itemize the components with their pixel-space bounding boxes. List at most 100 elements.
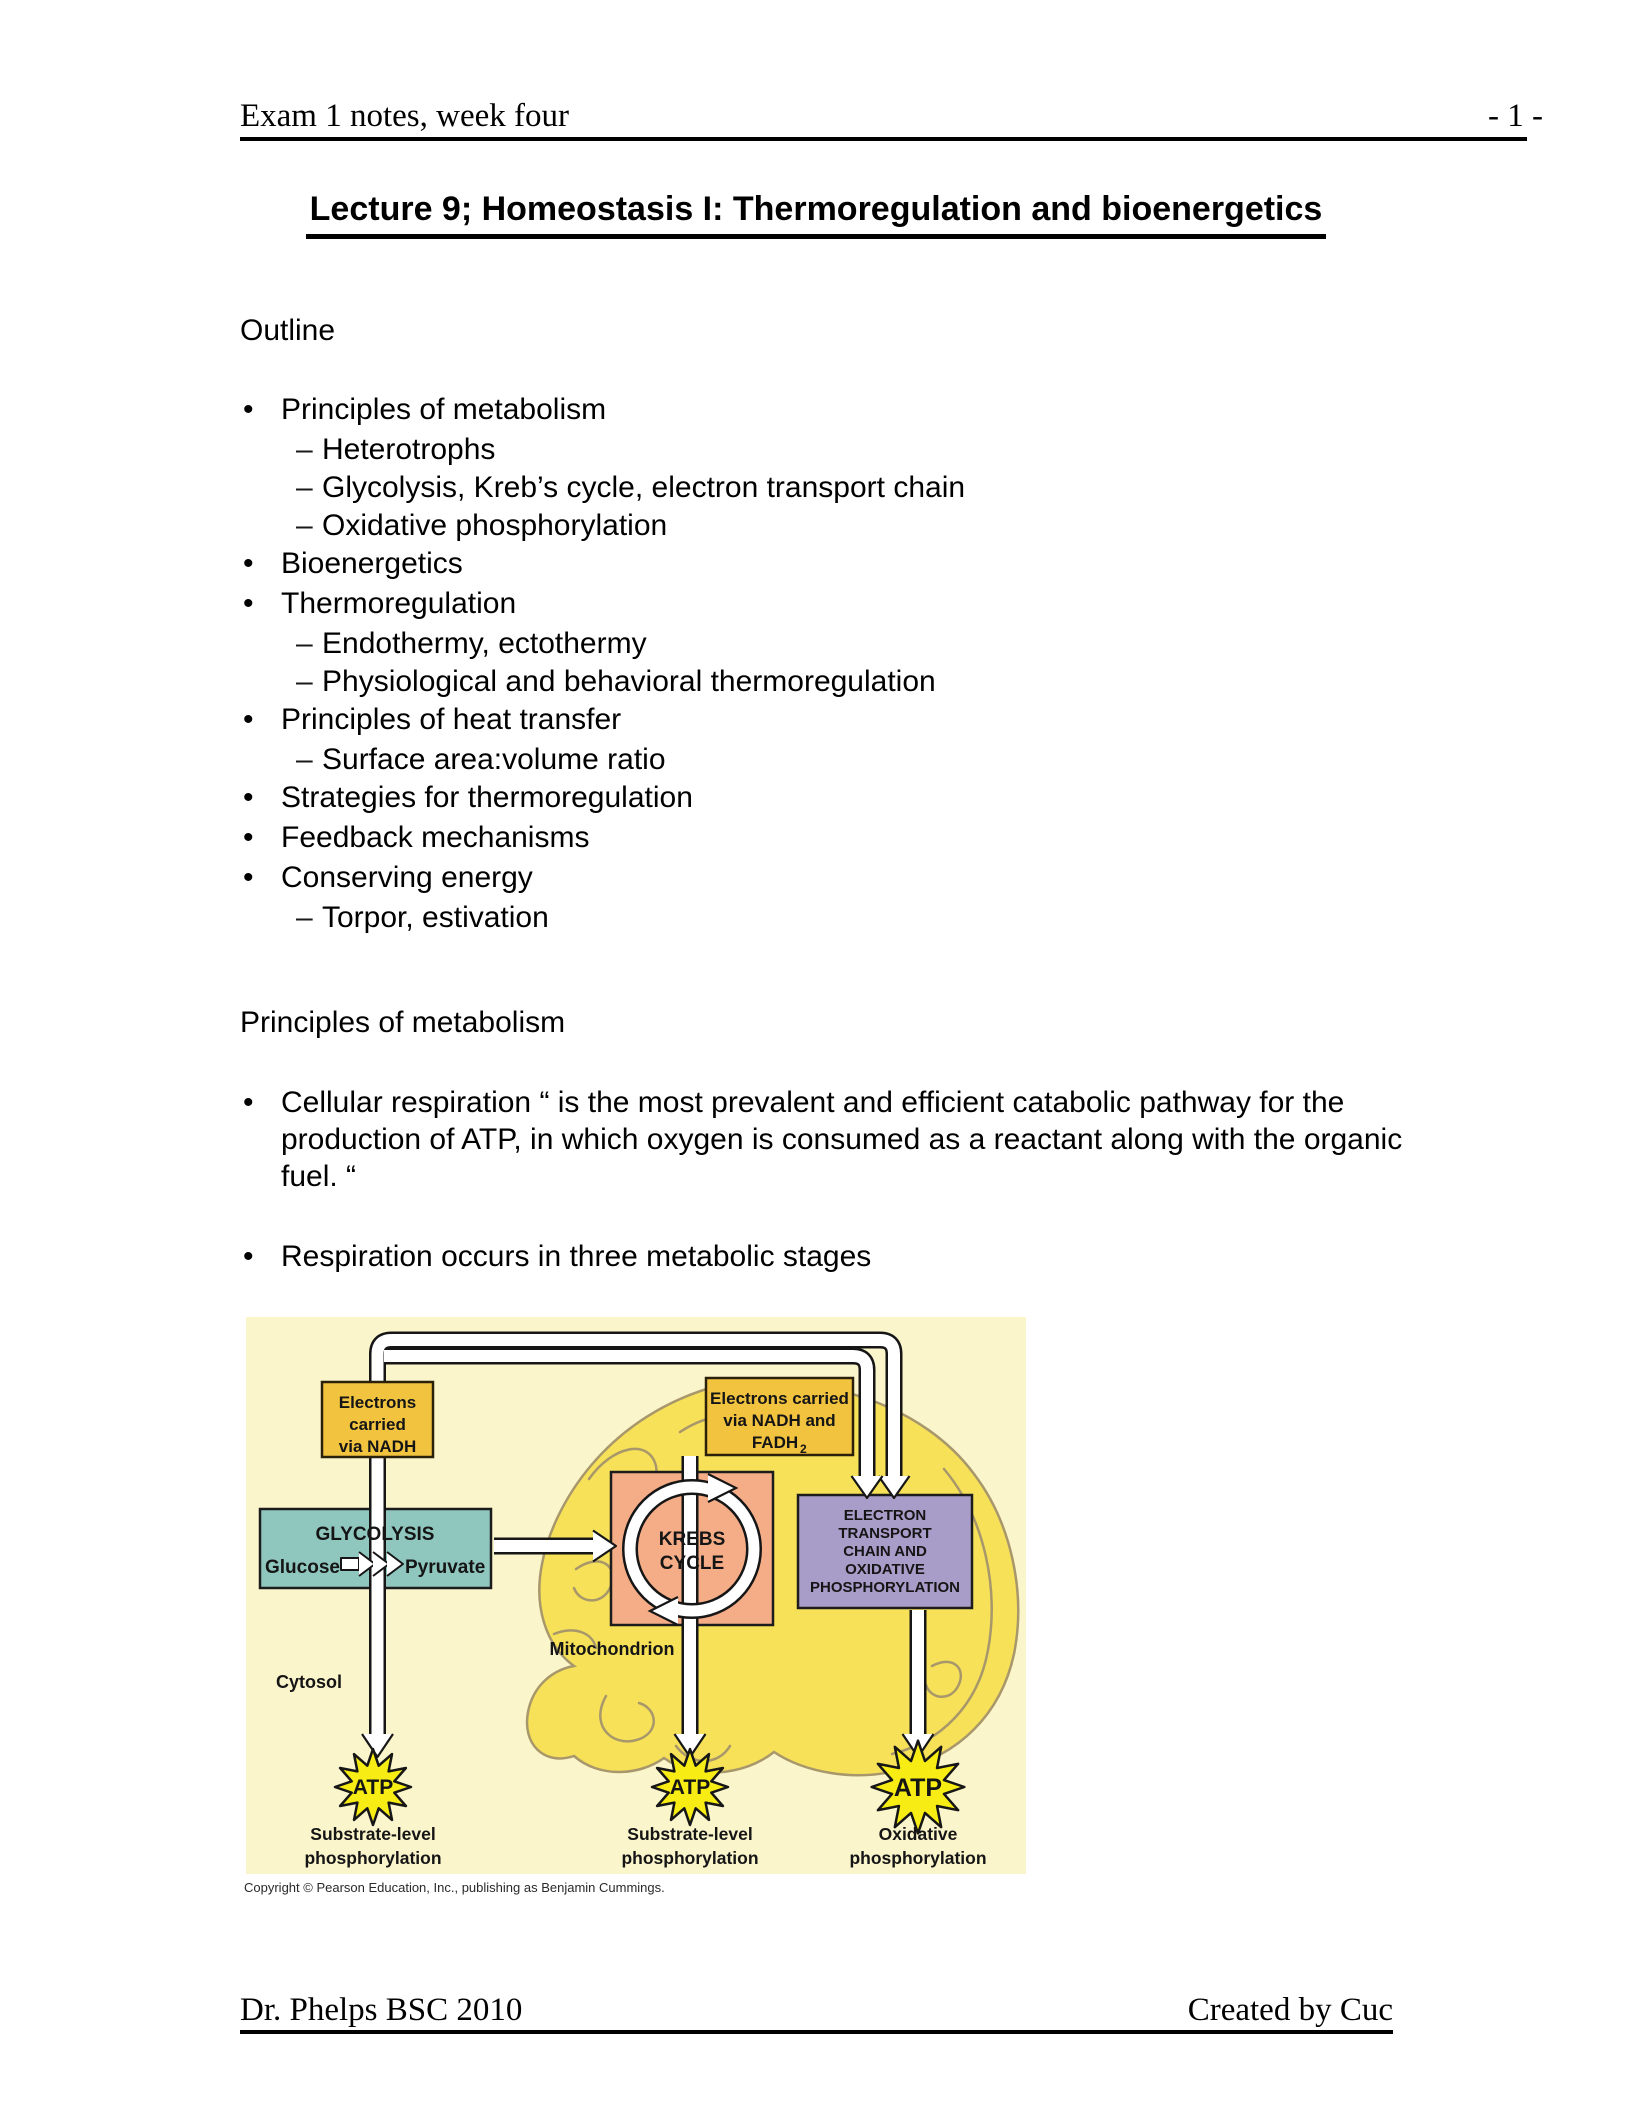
atp-label: ATP: [894, 1774, 942, 1802]
nadh-box-line: carried: [349, 1415, 406, 1434]
nadh-box-line: via NADH: [339, 1437, 416, 1456]
atp-caption-line: phosphorylation: [304, 1848, 441, 1868]
footer-author: Dr. Phelps BSC 2010: [240, 1992, 523, 2028]
dash-marker: –: [296, 509, 313, 542]
atp-label: ATP: [670, 1776, 710, 1799]
atp-starburst: [333, 1747, 413, 1827]
bullet-marker: •: [243, 393, 254, 426]
pyruvate-label: Pyruvate: [405, 1557, 485, 1578]
etc-label-line: TRANSPORT: [838, 1525, 931, 1542]
section-heading: Principles of metabolism: [240, 1006, 566, 1039]
glucose-label: Glucose: [265, 1557, 340, 1578]
outline-item-label: Endothermy, ectothermy: [322, 627, 647, 660]
atp-starbursts: [333, 1739, 966, 1835]
bullet-marker: •: [243, 587, 254, 620]
outline-item-label: Torpor, estivation: [322, 901, 549, 934]
outline-item: • Conserving energy: [240, 859, 965, 899]
atp-label: ATP: [353, 1776, 393, 1799]
krebs-label-line: CYCLE: [660, 1553, 724, 1574]
paragraph-text: Respiration occurs in three metabolic st…: [281, 1240, 872, 1273]
outline-subitem: –Heterotrophs: [240, 431, 965, 469]
etc-label-line: OXIDATIVE: [845, 1561, 925, 1578]
outline-item-label: Surface area:volume ratio: [322, 743, 666, 776]
outline-subitem: –Surface area:volume ratio: [240, 741, 965, 779]
outline-item-label: Heterotrophs: [322, 433, 496, 466]
outline-item-label: Bioenergetics: [281, 547, 463, 580]
arrowheads: [361, 1475, 935, 1759]
outline-subitem: –Torpor, estivation: [240, 899, 965, 937]
dash-marker: –: [296, 743, 313, 776]
fadh-box-line: FADH: [752, 1433, 798, 1452]
atp-caption-line: phosphorylation: [849, 1848, 986, 1868]
atp-starburst: [650, 1747, 730, 1827]
bullet-marker: •: [243, 1086, 254, 1119]
outline-item-label: Principles of heat transfer: [281, 703, 622, 736]
footer-credit: Created by Cuc: [1187, 1992, 1393, 2028]
bullet-marker: •: [243, 1240, 254, 1273]
atp-caption-line: Oxidative: [879, 1824, 958, 1844]
outline-subitem: –Physiological and behavioral thermoregu…: [240, 663, 965, 701]
cytosol-label: Cytosol: [276, 1672, 342, 1692]
dash-marker: –: [296, 665, 313, 698]
outline-heading: Outline: [240, 314, 336, 347]
outline-item-label: Conserving energy: [281, 861, 533, 894]
krebs-cycle-ring: [622, 1473, 762, 1626]
arrow-tubes-fill: [371, 1334, 924, 1738]
footer-rule: [240, 2030, 1393, 2034]
page-title: Lecture 9; Homeostasis I: Thermoregulati…: [305, 190, 1327, 239]
dash-marker: –: [296, 627, 313, 660]
dash-marker: –: [296, 433, 313, 466]
outline-item-label: Feedback mechanisms: [281, 821, 590, 854]
outline-item: • Strategies for thermoregulation: [240, 779, 965, 819]
glycolysis-title: GLYCOLYSIS: [316, 1524, 435, 1545]
glucose-pyruvate-arrows: [340, 1551, 404, 1577]
outline-item-label: Physiological and behavioral thermoregul…: [322, 665, 936, 698]
fadh-box-line: via NADH and: [723, 1411, 835, 1430]
mitochondrion-label: Mitochondrion: [550, 1639, 675, 1659]
bullet-marker: •: [243, 821, 254, 854]
respiration-diagram: Electrons carried via NADH Electrons car…: [246, 1317, 1026, 1874]
outline-item-label: Oxidative phosphorylation: [322, 509, 668, 542]
paragraph-text: Cellular respiration “ is the most preva…: [281, 1086, 1403, 1193]
outline-subitem: –Glycolysis, Kreb’s cycle, electron tran…: [240, 469, 965, 507]
copyright-line: Copyright © Pearson Education, Inc., pub…: [244, 1880, 665, 1895]
outline-item-label: Glycolysis, Kreb’s cycle, electron trans…: [322, 471, 966, 504]
bullet-marker: •: [243, 781, 254, 814]
electron-transport-box: [796, 1493, 974, 1610]
bullet-marker: •: [243, 547, 254, 580]
bullet-marker: •: [243, 861, 254, 894]
etc-label-line: ELECTRON: [844, 1507, 927, 1524]
header-page-number: - 1 -: [1488, 98, 1543, 134]
atp-caption-line: phosphorylation: [621, 1848, 758, 1868]
atp-starburst: [870, 1739, 966, 1835]
header-rule: [240, 137, 1527, 141]
fadh-subscript: 2: [800, 1442, 807, 1456]
nadh-box-line: Electrons: [339, 1393, 416, 1412]
outline-subitem: –Oxidative phosphorylation: [240, 507, 965, 545]
outline-item: • Bioenergetics: [240, 545, 965, 585]
bullet-marker: •: [243, 703, 254, 736]
outline-item: • Feedback mechanisms: [240, 819, 965, 859]
outline-item-label: Strategies for thermoregulation: [281, 781, 693, 814]
title-wrap: Lecture 9; Homeostasis I: Thermoregulati…: [0, 190, 1632, 239]
outline-item: • Principles of heat transfer: [240, 701, 965, 741]
outline-item-label: Thermoregulation: [281, 587, 517, 620]
atp-caption-line: Substrate-level: [310, 1824, 435, 1844]
krebs-label-line: KREBS: [659, 1529, 726, 1550]
etc-label-line: CHAIN AND: [843, 1543, 927, 1560]
nadh-carrier-box: [320, 1380, 435, 1459]
fadh-box-line: Electrons carried: [710, 1389, 849, 1408]
outline-list: •Principles of metabolism –Heterotrophs …: [240, 391, 965, 937]
etc-label-line: PHOSPHORYLATION: [810, 1579, 960, 1596]
header-title: Exam 1 notes, week four: [240, 98, 569, 134]
paragraph-bullet: • Respiration occurs in three metabolic …: [240, 1238, 1406, 1275]
outline-item: • Thermoregulation: [240, 585, 965, 625]
dash-marker: –: [296, 901, 313, 934]
outline-subitem: –Endothermy, ectothermy: [240, 625, 965, 663]
outline-item: • Principles of metabolism: [240, 391, 965, 431]
dash-marker: –: [296, 471, 313, 504]
paragraph-bullet: • Cellular respiration “ is the most pre…: [240, 1084, 1406, 1195]
fadh-carrier-box: [704, 1376, 855, 1457]
outline-item-label: Principles of metabolism: [281, 393, 607, 426]
